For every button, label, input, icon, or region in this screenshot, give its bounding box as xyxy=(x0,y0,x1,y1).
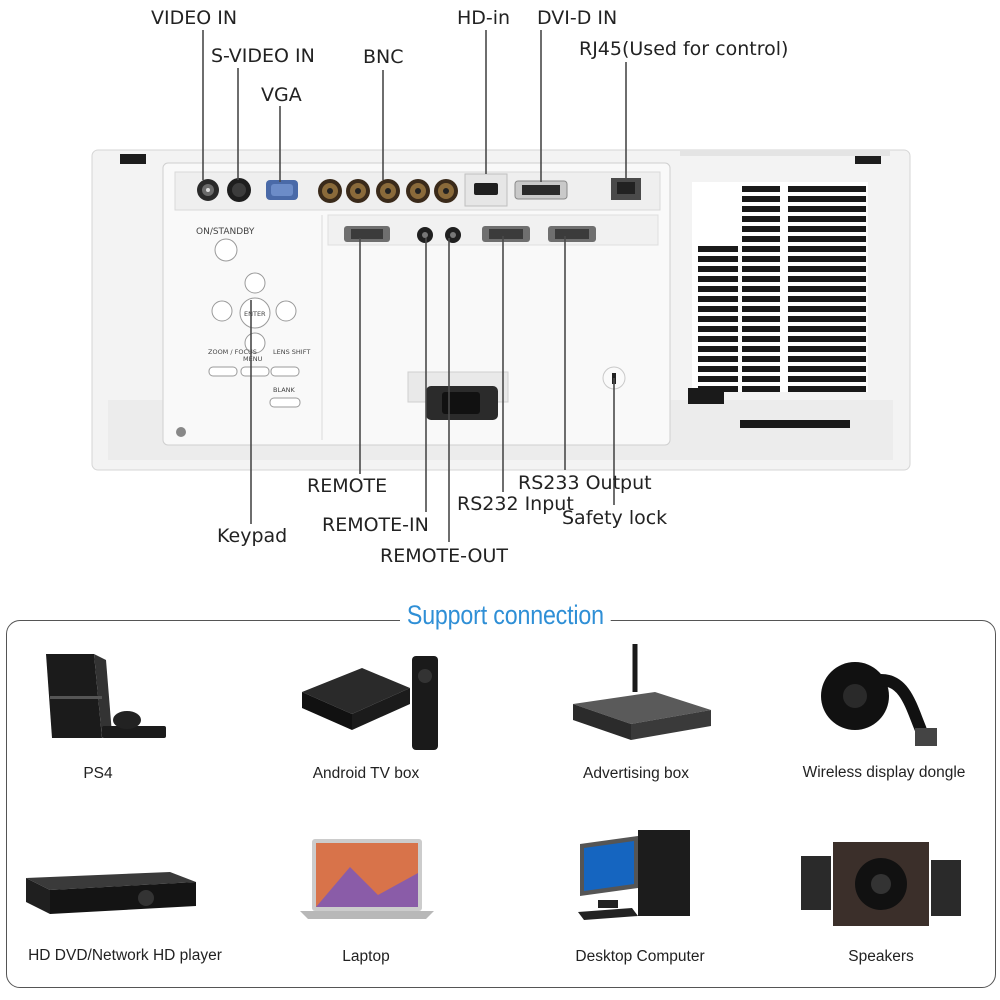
keypad-callout: Keypad xyxy=(217,525,288,547)
bnc-ports xyxy=(318,179,458,203)
rs233-output-callout: RS233 Output xyxy=(518,472,652,494)
device-label-advertising-box: Advertising box xyxy=(583,765,689,782)
enter-label: ENTER xyxy=(244,310,266,318)
remote-port xyxy=(344,226,390,242)
menu-label: MENU xyxy=(243,355,263,363)
power-inlet xyxy=(407,371,509,420)
speakers-icon xyxy=(801,842,961,926)
rj45-callout: RJ45(Used for control) xyxy=(579,38,789,60)
video-in-callout: VIDEO IN xyxy=(151,7,238,29)
s-video-in-callout: S-VIDEO IN xyxy=(211,45,315,67)
hd-in-callout: HD-in xyxy=(457,7,511,29)
blank-label: BLANK xyxy=(273,386,296,394)
desktop-computer-icon xyxy=(578,830,690,920)
dongle-icon xyxy=(821,662,937,746)
dvi-d-in-callout: DVI-D IN xyxy=(537,7,618,29)
zoom-focus-label: ZOOM / FOCUS xyxy=(208,348,257,356)
device-label-laptop: Laptop xyxy=(342,948,390,965)
rs232-input-port xyxy=(482,226,530,242)
device-label-wireless-display-dongle: Wireless display dongle xyxy=(802,764,966,781)
rs232-output-port xyxy=(548,226,596,242)
device-label-desktop-computer: Desktop Computer xyxy=(575,948,705,965)
device-label-speakers: Speakers xyxy=(848,948,914,965)
vent-grille xyxy=(688,182,868,428)
vga-callout: VGA xyxy=(261,84,302,106)
dvd-player-icon xyxy=(26,872,196,914)
remote-in-callout: REMOTE-IN xyxy=(322,514,429,536)
video-in-port xyxy=(197,179,219,201)
rj45-port xyxy=(611,178,641,200)
bnc-callout: BNC xyxy=(363,46,404,68)
on-standby-label: ON/STANDBY xyxy=(196,227,255,237)
remote-callout: REMOTE xyxy=(307,475,388,497)
callout-leader-lines xyxy=(202,30,627,542)
support-connection-title: Support connection xyxy=(400,598,611,632)
safety-lock-callout: Safety lock xyxy=(562,507,668,529)
laptop-icon xyxy=(300,839,434,919)
device-label-hd-dvd-player: HD DVD/Network HD player xyxy=(28,947,222,964)
remote-in-jack xyxy=(417,227,433,243)
projector-rear-panel: ON/STANDBY ENTER ZOOM / FOCUS MENU LENS … xyxy=(91,149,911,471)
device-label-ps4: PS4 xyxy=(83,765,113,782)
remote-out-callout: REMOTE-OUT xyxy=(380,545,509,567)
media-box-icon xyxy=(573,644,711,740)
keypad: ON/STANDBY ENTER ZOOM / FOCUS MENU LENS … xyxy=(196,227,310,408)
device-label-android-tv-box: Android TV box xyxy=(312,765,420,782)
rs232-input-callout: RS232 Input xyxy=(457,493,574,515)
lens-shift-label: LENS SHIFT xyxy=(273,348,310,356)
tv-box-icon xyxy=(302,656,438,750)
vga-port xyxy=(266,180,298,200)
game-console-icon xyxy=(46,654,166,738)
s-video-in-port xyxy=(227,178,251,202)
